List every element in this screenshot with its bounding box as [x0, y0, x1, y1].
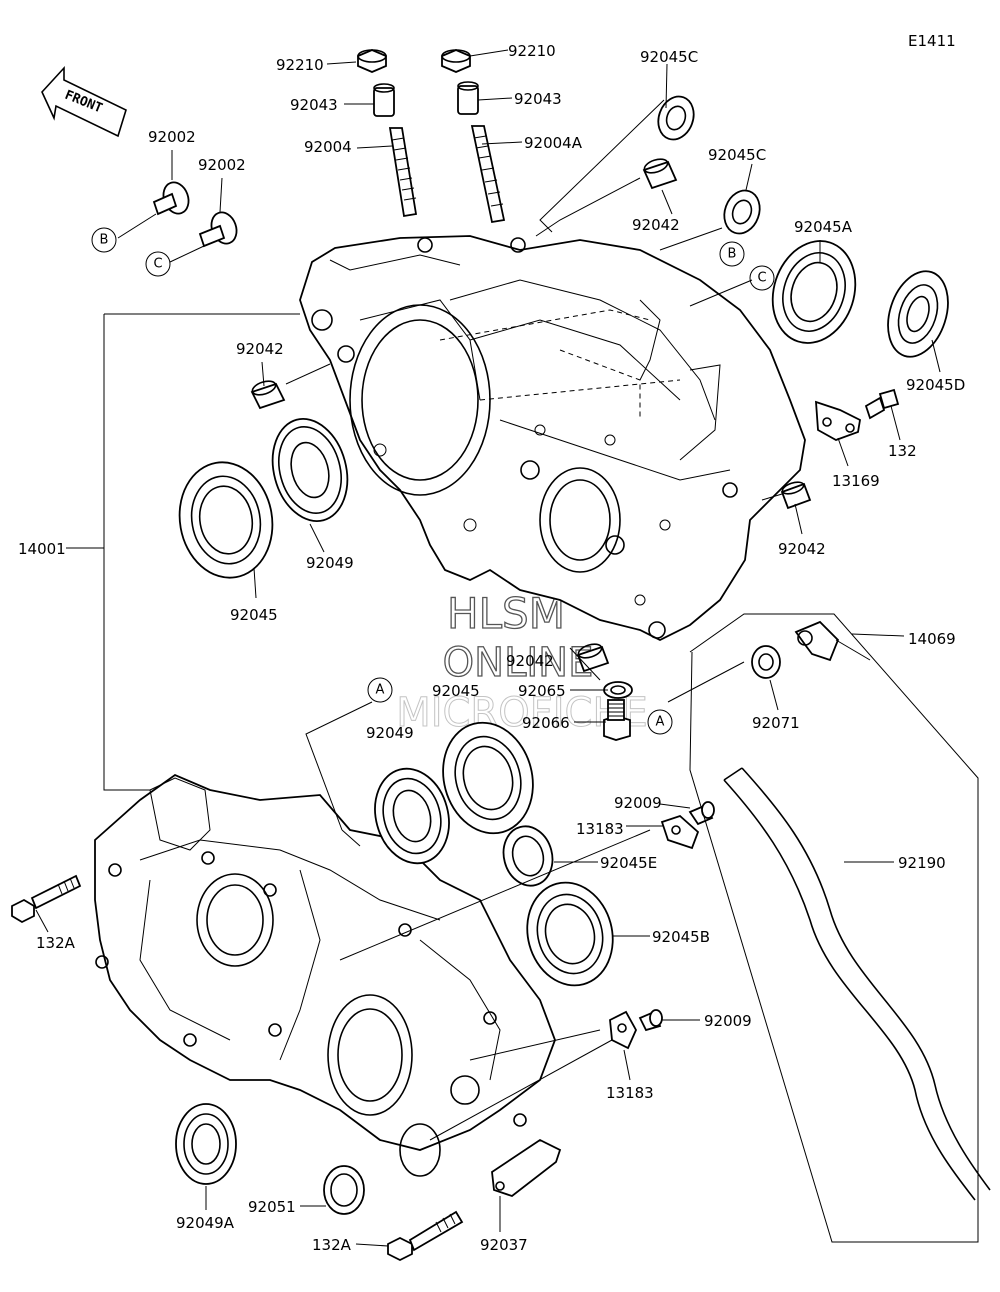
label-92049A: 92049A	[176, 1214, 235, 1232]
fitting-92071	[751, 645, 781, 679]
screw-92002-right	[198, 211, 238, 248]
callout-a-right: A	[647, 709, 673, 735]
front-arrow-icon: FRONT	[41, 65, 127, 138]
bearing-92045B	[526, 881, 614, 987]
bearing-92045-left	[178, 461, 274, 579]
watermark-line2: ONLINE	[443, 640, 594, 686]
label-13183-lower: 13183	[606, 1084, 654, 1102]
label-92210-right: 92210	[508, 42, 556, 60]
bearing-92045-mid	[442, 721, 534, 835]
label-92071: 92071	[752, 714, 800, 732]
figure-code: E1411	[908, 32, 956, 50]
oil-seal-92049-mid	[374, 767, 450, 865]
label-92045-left: 92045	[230, 606, 278, 624]
label-92002-left: 92002	[148, 128, 196, 146]
label-132A-left: 132A	[36, 934, 76, 952]
label-92004A: 92004A	[524, 134, 583, 152]
label-92042-upper: 92042	[632, 216, 680, 234]
bolt-132A-bottom	[387, 1210, 464, 1262]
part-labels: 92210 92210 92043 92043 92004 92004A 920…	[18, 42, 965, 1254]
label-92045B: 92045B	[652, 928, 710, 946]
callout-b-left: B	[91, 227, 117, 253]
sleeve-92043-left	[373, 83, 395, 117]
label-92009-lower: 92009	[704, 1012, 752, 1030]
label-92045C-top: 92045C	[640, 48, 698, 66]
label-92043-left: 92043	[290, 96, 338, 114]
label-92002-right: 92002	[198, 156, 246, 174]
label-92049-mid: 92049	[366, 724, 414, 742]
callout-c-left: C	[145, 251, 171, 277]
label-92037: 92037	[480, 1236, 528, 1254]
clamp-13183-upper	[660, 814, 700, 850]
svg-text:B: B	[100, 233, 109, 248]
bearing-92045C-mid	[723, 189, 761, 235]
drain-plug-92066	[603, 699, 631, 741]
label-92066: 92066	[522, 714, 570, 732]
label-13169: 13169	[832, 472, 880, 490]
nut-92210-right	[441, 49, 471, 73]
label-13183-upper: 13183	[576, 820, 624, 838]
label-14001: 14001	[18, 540, 66, 558]
label-92049-upper: 92049	[306, 554, 354, 572]
oil-seal-92049-upper	[271, 418, 349, 522]
bracket-13169	[815, 400, 861, 441]
bolt-132A-left	[11, 874, 82, 924]
screw-92009-upper	[688, 801, 715, 826]
nut-92210-left	[357, 49, 387, 73]
svg-text:B: B	[728, 247, 737, 262]
svg-text:A: A	[376, 683, 385, 698]
label-92045-mid: 92045	[432, 682, 480, 700]
upper-crankcase-half	[299, 235, 806, 642]
svg-text:C: C	[757, 271, 766, 286]
label-132: 132	[888, 442, 917, 460]
breather-hose-92190	[723, 767, 991, 1201]
label-92190: 92190	[898, 854, 946, 872]
bearing-92045E	[502, 825, 554, 887]
dowel-92042-upper	[642, 158, 678, 190]
guide-92037	[491, 1138, 562, 1198]
screw-92009-lower	[638, 1009, 663, 1032]
label-92045E: 92045E	[600, 854, 657, 872]
stud-92004	[388, 127, 418, 218]
callout-b-right: B	[719, 241, 745, 267]
label-92042-bottom: 92042	[506, 652, 554, 670]
label-92009-upper: 92009	[614, 794, 662, 812]
dowel-92042-right	[780, 481, 812, 510]
oil-seal-92051	[323, 1165, 365, 1215]
label-14069: 14069	[908, 630, 956, 648]
lower-crankcase-half	[94, 773, 556, 1177]
label-92042-right: 92042	[778, 540, 826, 558]
elbow-fitting-14069	[794, 620, 840, 662]
svg-text:C: C	[153, 257, 162, 272]
label-92051: 92051	[248, 1198, 296, 1216]
clamp-13183-lower	[609, 1010, 638, 1050]
label-92045A: 92045A	[794, 218, 853, 236]
bearing-92045D	[887, 270, 949, 358]
sleeve-92043-right	[457, 81, 479, 115]
label-92043-right: 92043	[514, 90, 562, 108]
callout-a-upper: A	[367, 677, 393, 703]
label-92045D: 92045D	[906, 376, 965, 394]
label-132A-bottom: 132A	[312, 1236, 352, 1254]
label-92045C-mid: 92045C	[708, 146, 766, 164]
bolt-132	[864, 388, 900, 420]
stud-92004A	[470, 125, 506, 224]
dowel-92042-left	[250, 380, 286, 410]
label-92004: 92004	[304, 138, 352, 156]
callout-c-right: C	[749, 265, 775, 291]
bearing-92045A	[771, 240, 857, 344]
oil-seal-92049A	[175, 1103, 237, 1185]
leader-lines	[35, 49, 979, 1247]
label-92042-left: 92042	[236, 340, 284, 358]
label-92210-left: 92210	[276, 56, 324, 74]
bearing-92045C-top	[657, 95, 695, 141]
washer-92065	[603, 681, 633, 699]
screw-92002-left	[152, 181, 190, 216]
label-92065: 92065	[518, 682, 566, 700]
svg-text:A: A	[656, 715, 665, 730]
